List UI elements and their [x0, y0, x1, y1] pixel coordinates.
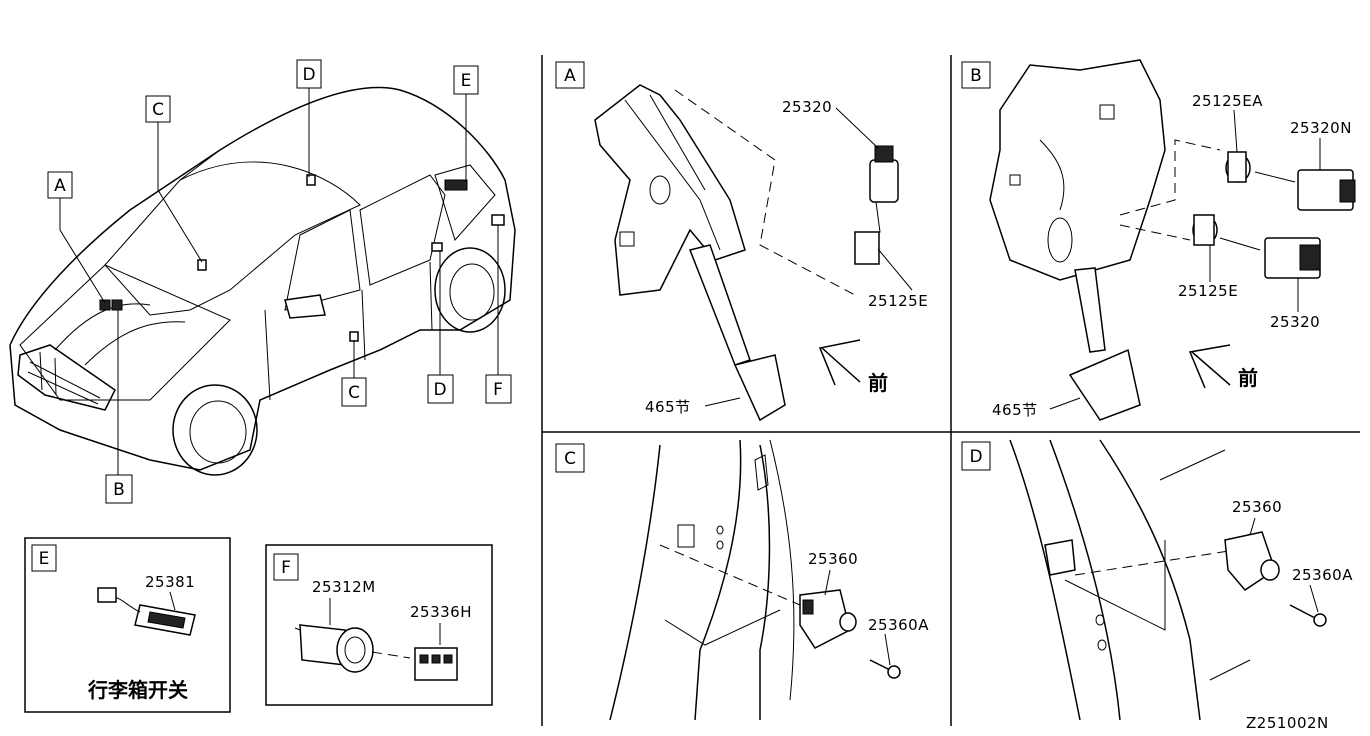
panel-d: D 25360 25360A — [961, 439, 1353, 721]
vehicle-overview — [9, 86, 516, 476]
callout-f: F — [485, 374, 512, 404]
overview-callouts: A B C D E C D F — [47, 59, 512, 504]
callout-c-bottom: C — [341, 377, 367, 407]
svg-text:D: D — [433, 380, 446, 400]
panel-grid — [541, 55, 1360, 726]
svg-text:C: C — [152, 100, 164, 120]
inset-f: F 25312M 25336H — [265, 544, 493, 706]
svg-text:B: B — [113, 480, 125, 500]
inset-e: E 25381 行李箱开关 — [24, 537, 231, 713]
callout-a: A — [47, 171, 73, 199]
svg-text:465节: 465节 — [645, 398, 691, 416]
svg-text:D: D — [969, 447, 982, 467]
svg-text:C: C — [564, 449, 576, 469]
svg-text:25360: 25360 — [1232, 498, 1282, 516]
svg-text:F: F — [493, 380, 503, 400]
callout-b: B — [105, 474, 133, 504]
svg-text:25125E: 25125E — [1178, 282, 1238, 300]
callout-d-bottom: D — [427, 374, 454, 404]
svg-text:B: B — [970, 66, 982, 86]
panel-c: C 25360 25360A — [555, 439, 929, 721]
svg-text:行李箱开关: 行李箱开关 — [87, 678, 188, 702]
svg-text:25336H: 25336H — [410, 603, 472, 621]
svg-text:A: A — [54, 176, 66, 196]
svg-text:25320N: 25320N — [1290, 119, 1352, 137]
svg-text:前: 前 — [1238, 366, 1258, 390]
svg-text:25312M: 25312M — [312, 578, 376, 596]
svg-text:C: C — [348, 383, 360, 403]
svg-text:25320: 25320 — [1270, 313, 1320, 331]
svg-text:25360: 25360 — [808, 550, 858, 568]
callout-d-top: D — [296, 59, 322, 89]
svg-text:F: F — [281, 558, 291, 578]
svg-text:D: D — [302, 65, 315, 85]
svg-text:E: E — [461, 71, 472, 91]
svg-text:25125E: 25125E — [868, 292, 928, 310]
svg-text:25320: 25320 — [782, 98, 832, 116]
svg-text:E: E — [39, 549, 50, 569]
panel-a: A 25320 25125E 465节 前 — [555, 61, 928, 422]
callout-c-top: C — [145, 95, 171, 123]
svg-text:465节: 465节 — [992, 401, 1038, 419]
svg-text:25360A: 25360A — [1292, 566, 1353, 584]
svg-text:A: A — [564, 66, 576, 86]
svg-text:25381: 25381 — [145, 573, 195, 591]
callout-e: E — [453, 65, 479, 95]
svg-text:25360A: 25360A — [868, 616, 929, 634]
svg-text:25125EA: 25125EA — [1192, 92, 1263, 110]
panel-b: B 25125EA 25320N 25125E 25320 — [961, 59, 1356, 421]
diagram-code: Z251002N — [1246, 714, 1329, 732]
svg-text:前: 前 — [868, 371, 888, 395]
